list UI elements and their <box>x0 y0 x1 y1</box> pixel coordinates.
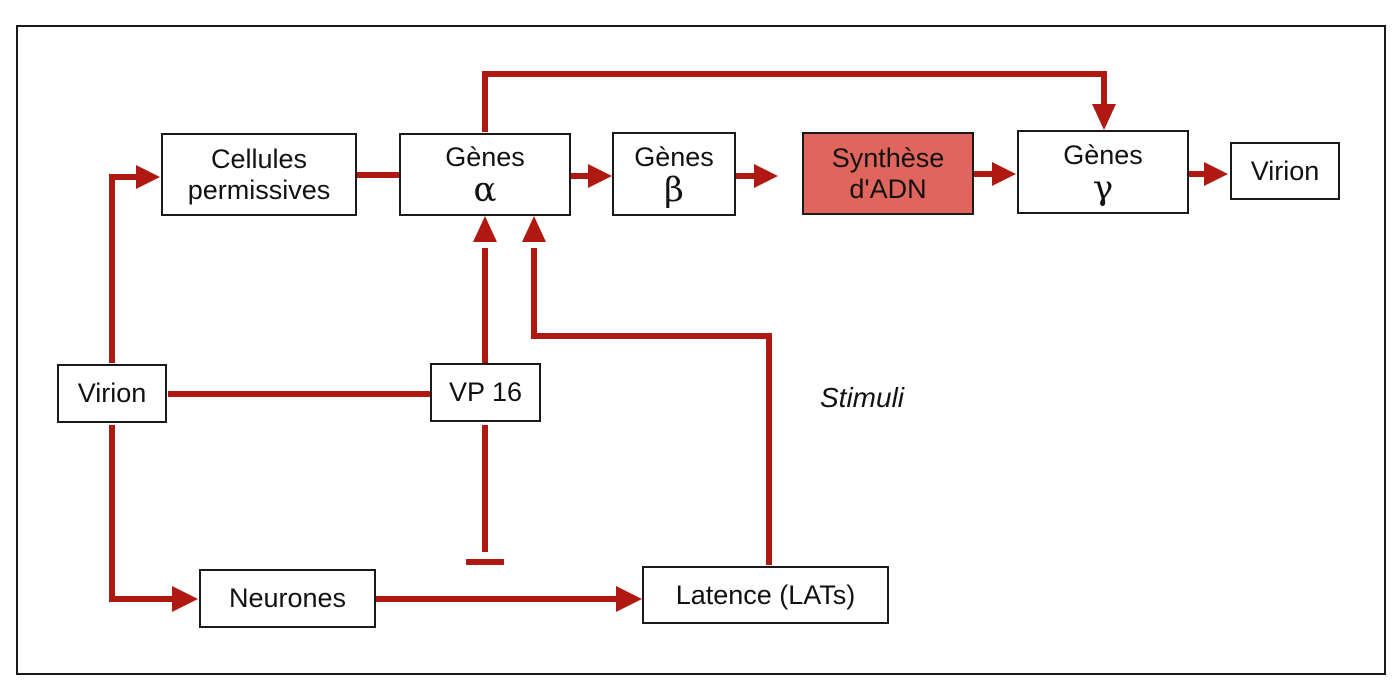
node-virion-input-label: Virion <box>77 378 147 408</box>
edge-latence-to-alpha <box>531 248 772 565</box>
beta-symbol: β <box>664 169 684 210</box>
arrowhead-vp16-alpha <box>473 216 497 242</box>
node-genes-alpha: Gènes α <box>399 133 571 216</box>
node-latence-label: Latence (LATs) <box>675 579 856 610</box>
node-vp16-label: VP 16 <box>448 377 523 407</box>
edge-alpha-to-gamma <box>482 71 1107 132</box>
node-synthese-line2: d'ADN <box>849 173 927 204</box>
edge-virion-to-neurones <box>109 425 176 602</box>
node-neurones: Neurones <box>199 569 376 628</box>
node-synthese-line1: Synthèse <box>831 142 945 173</box>
node-cellules-line1: Cellules <box>210 143 308 174</box>
node-genes-beta-label: Gènes <box>634 141 714 172</box>
node-virion-output: Virion <box>1230 142 1340 200</box>
node-genes-alpha-label: Gènes <box>445 142 525 172</box>
arrowhead-alpha-beta <box>588 164 612 188</box>
edge-virion-to-cellules <box>109 174 140 363</box>
diagram-frame <box>16 25 1386 675</box>
arrowhead-cellules <box>136 165 160 189</box>
gamma-symbol: γ <box>1092 167 1114 208</box>
node-synthese-adn: Synthèse d'ADN <box>802 132 974 215</box>
arrowhead-neurones-latence <box>616 586 642 612</box>
arrowhead-beta-synthese <box>754 164 778 188</box>
arrowhead-alpha-gamma <box>1092 104 1116 130</box>
node-genes-gamma: Gènes γ <box>1017 130 1189 214</box>
arrowhead-neurones <box>172 586 198 612</box>
node-neurones-label: Neurones <box>228 583 347 613</box>
node-vp16: VP 16 <box>430 363 541 422</box>
arrowhead-latence-alpha <box>522 216 546 242</box>
node-genes-gamma-label: Gènes <box>1063 139 1143 170</box>
node-cellules-permissives: Cellules permissives <box>161 133 357 216</box>
node-virion-input: Virion <box>57 364 167 423</box>
stimuli-label: Stimuli <box>820 382 905 413</box>
alpha-symbol: α <box>473 170 497 210</box>
node-cellules-line2: permissives <box>187 174 331 205</box>
node-latence-lats: Latence (LATs) <box>642 566 889 624</box>
arrowhead-synthese-gamma <box>992 162 1016 186</box>
node-genes-beta: Gènes β <box>612 132 736 216</box>
arrowhead-gamma-virion <box>1204 162 1228 186</box>
inhibition-bar <box>466 559 504 565</box>
node-virion-output-label: Virion <box>1250 155 1320 186</box>
